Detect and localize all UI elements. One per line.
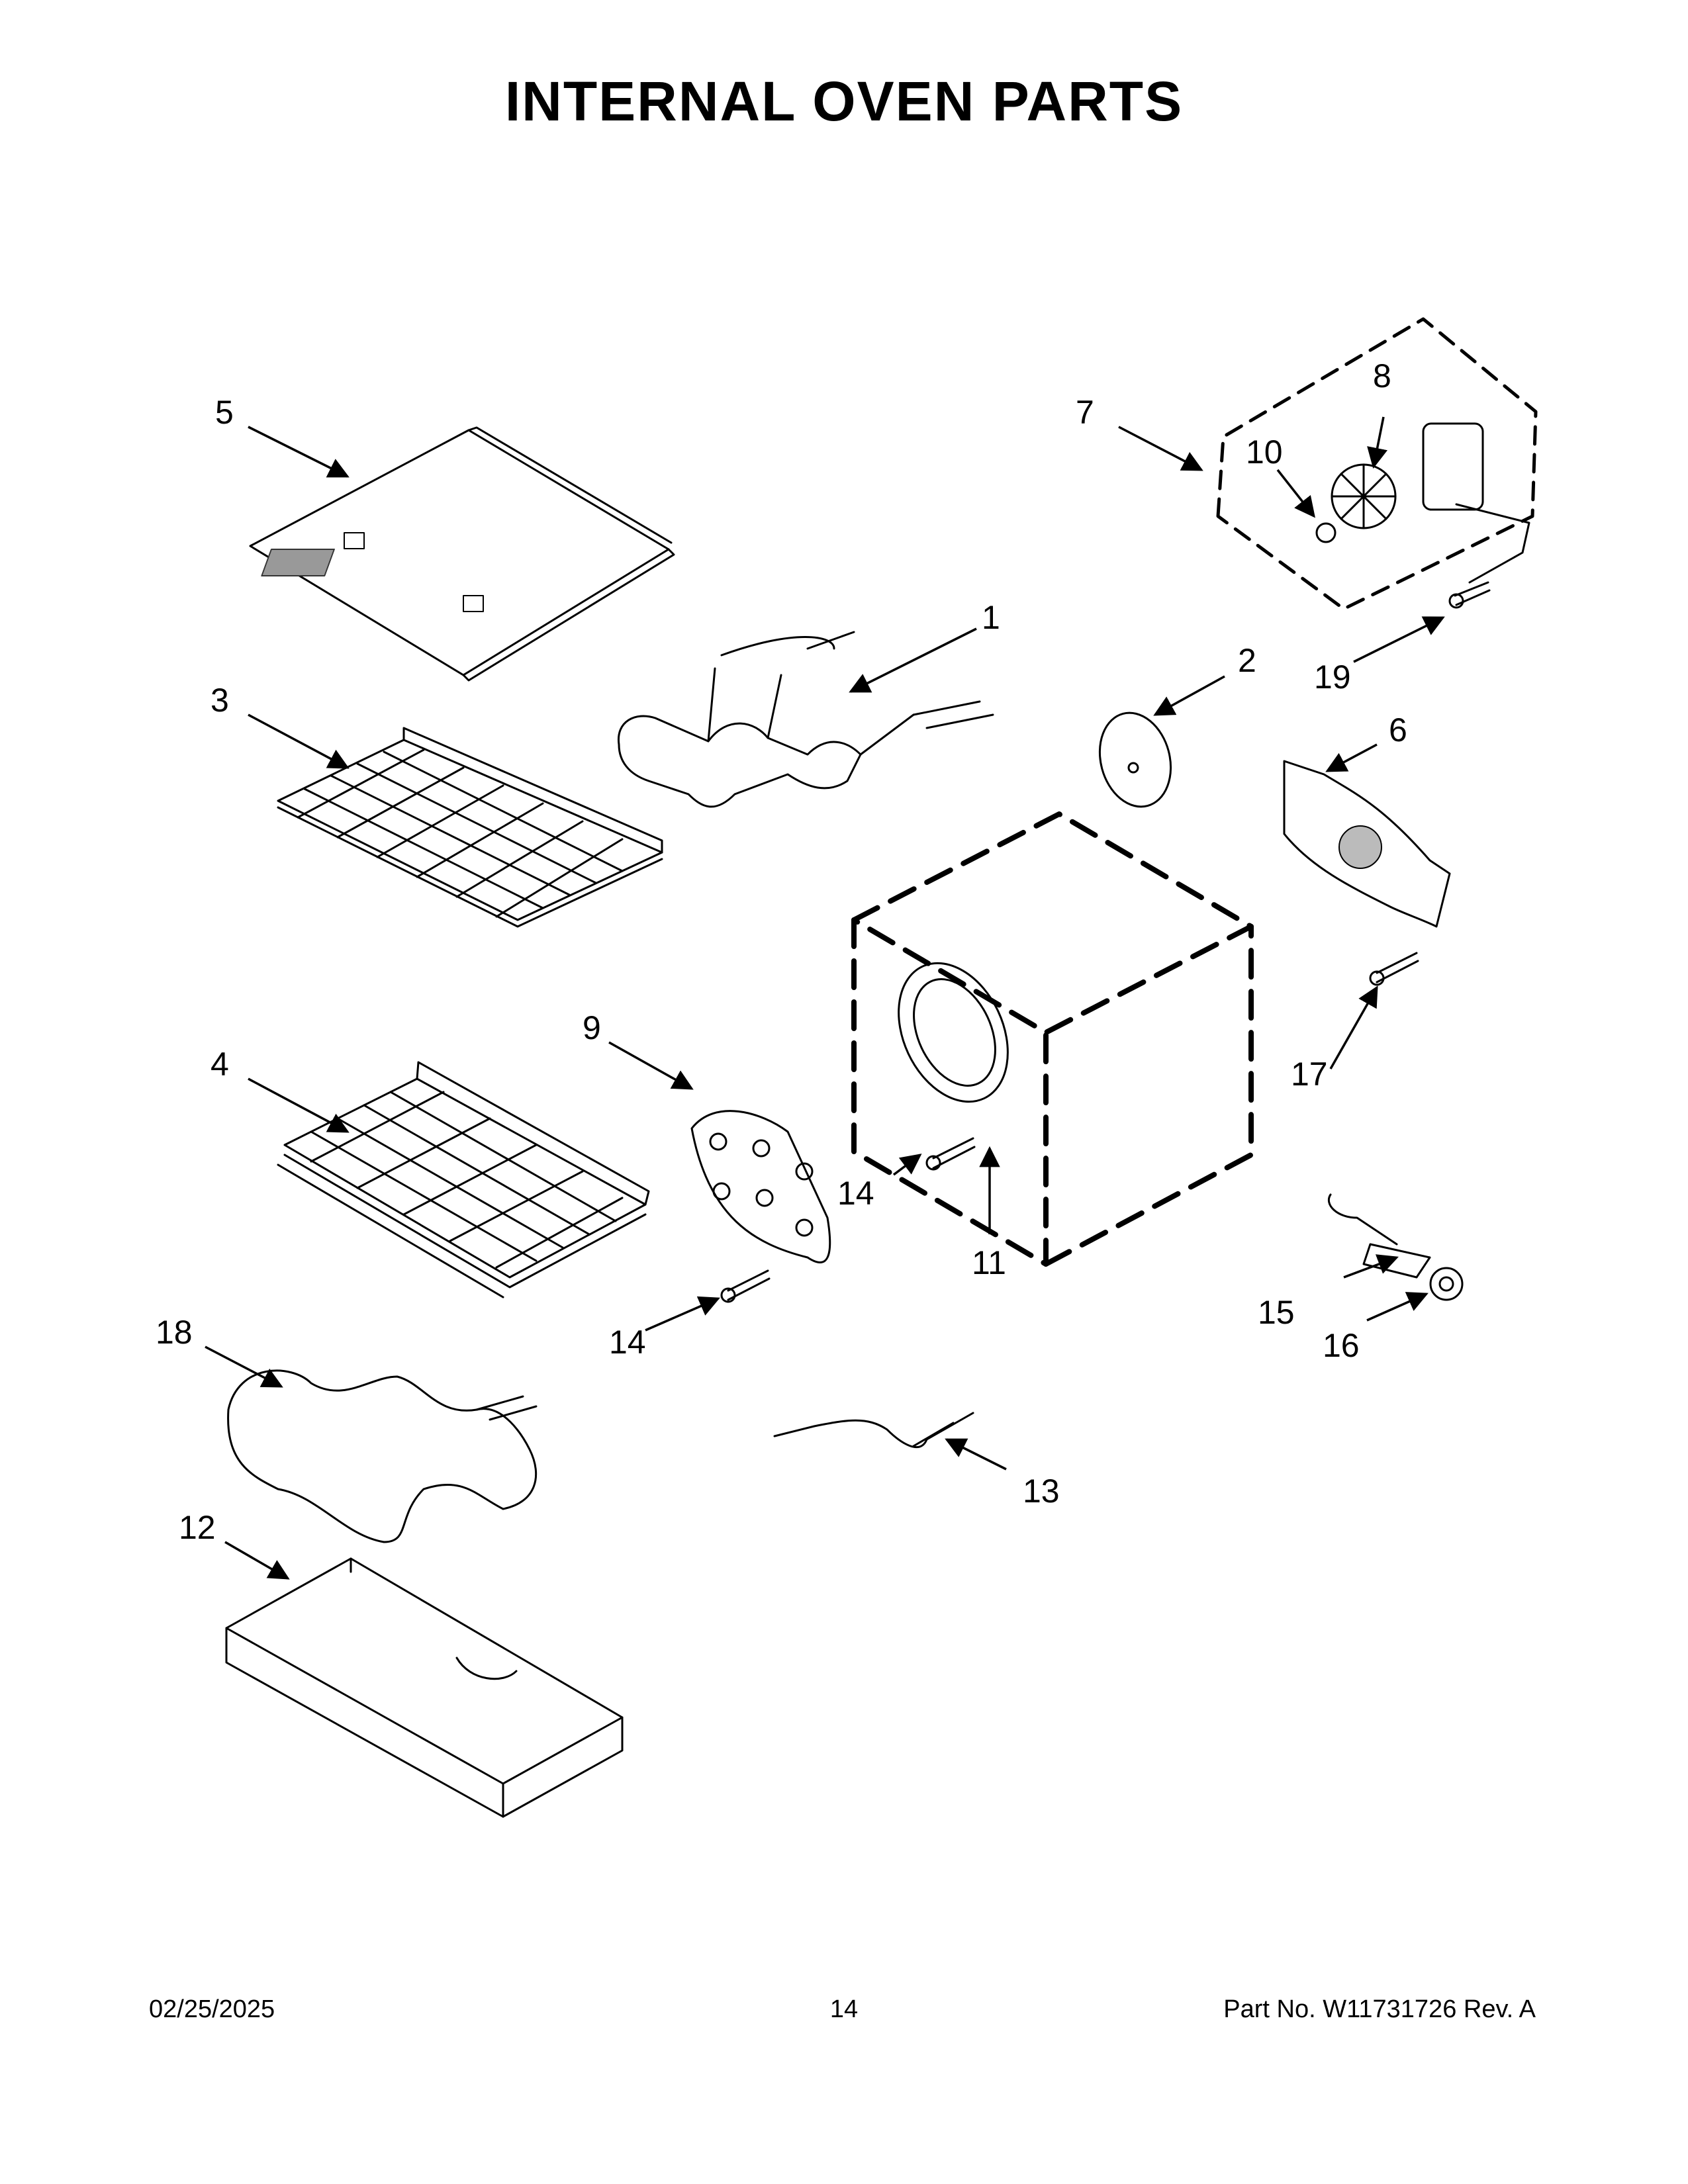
part-12-bottom-cover [225, 1557, 624, 1818]
callout-3: 3 [211, 682, 229, 719]
footer-date: 02/25/2025 [149, 1995, 275, 2023]
footer-page-number: 14 [829, 1995, 859, 2023]
callout-1: 1 [982, 599, 1000, 636]
part-13-meat-probe [773, 1412, 974, 1449]
part-14-screw-b [720, 1269, 771, 1303]
part-1-broil-element [617, 631, 994, 808]
callout-14b: 14 [609, 1324, 646, 1361]
part-5-top-panel [249, 426, 675, 682]
part-15-oven-sensor [1328, 1193, 1431, 1279]
page-title: INTERNAL OVEN PARTS [504, 70, 1184, 132]
cavity-fan-ring [898, 962, 1009, 1103]
part-10-nut [1315, 522, 1336, 543]
part-3-oven-rack [277, 727, 663, 928]
part-18-bake-element [227, 1369, 538, 1543]
callout-2: 2 [1238, 642, 1256, 679]
callout-7: 7 [1076, 394, 1094, 431]
part-14-screw-a [925, 1137, 976, 1171]
footer-part-number: Part No. W11731726 Rev. A [1223, 1995, 1536, 2023]
part-11-oven-cavity [851, 811, 1254, 1267]
part-4-sliding-rack [277, 1061, 650, 1298]
callout-4: 4 [211, 1046, 229, 1083]
callout-9: 9 [583, 1009, 601, 1046]
callout-14a: 14 [837, 1175, 874, 1212]
part-19-screw [1448, 581, 1491, 609]
callout-18: 18 [156, 1314, 193, 1351]
callout-19: 19 [1314, 659, 1351, 696]
callout-17: 17 [1291, 1056, 1328, 1093]
callout-8: 8 [1373, 357, 1391, 394]
callout-11: 11 [972, 1244, 1006, 1281]
part-17-screw [1369, 952, 1419, 986]
callout-10: 10 [1246, 433, 1283, 471]
callout-13: 13 [1023, 1473, 1060, 1510]
part-9-rear-plate [690, 1110, 831, 1263]
callout-6: 6 [1389, 711, 1407, 749]
callout-12: 12 [179, 1509, 216, 1546]
part-2-fan-baffle [1098, 711, 1172, 808]
callout-5: 5 [215, 394, 234, 431]
callout-16: 16 [1323, 1327, 1360, 1364]
callouts: 5 1 2 3 4 6 7 8 10 19 9 14 14 11 17 15 1… [156, 357, 1407, 1546]
part-6-fan-shroud [1283, 760, 1451, 928]
callout-15: 15 [1258, 1294, 1295, 1331]
part-7-convection-fan-assembly [1216, 317, 1538, 611]
part-16-nut [1429, 1267, 1464, 1301]
